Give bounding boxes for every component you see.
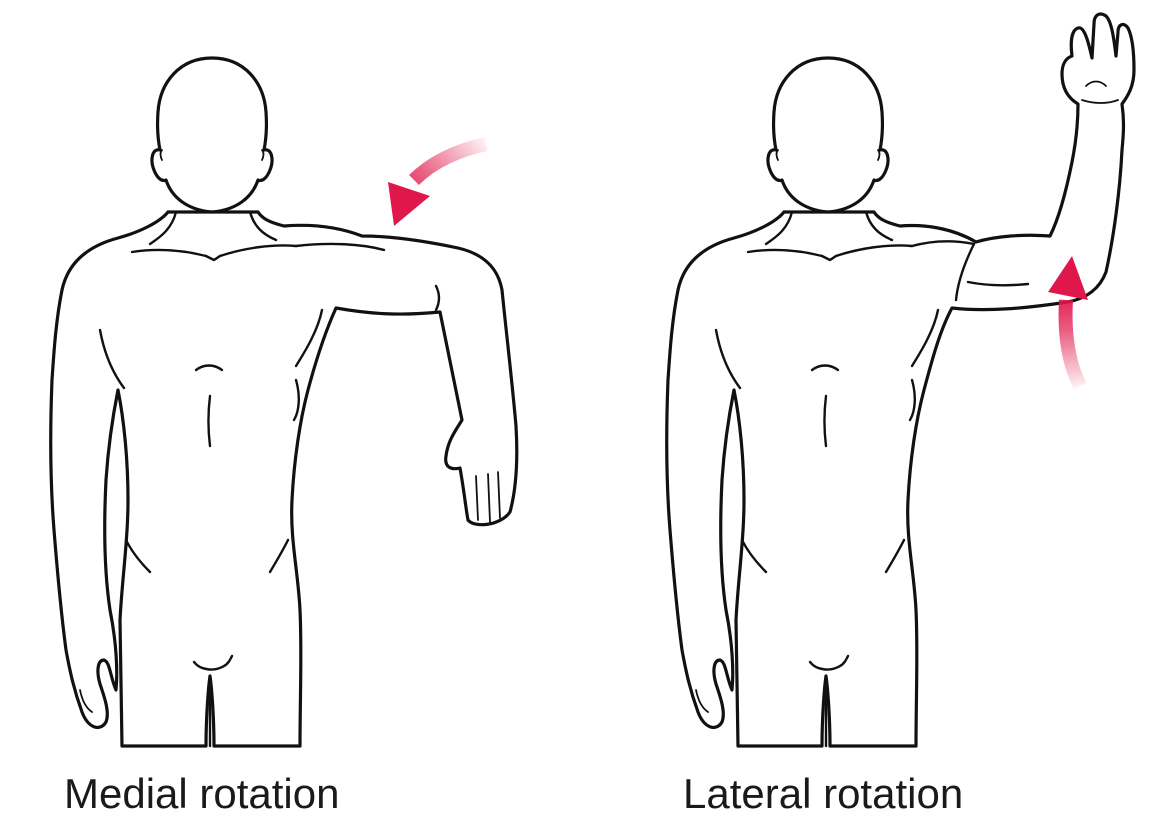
anatomy-lines (695, 80, 1119, 748)
body-silhouette (665, 12, 1136, 748)
lateral-rotation-illustration (665, 12, 1136, 748)
rotation-arrow-icon (1048, 256, 1088, 390)
lateral-rotation-figure: Lateral rotation (588, 0, 1176, 823)
head (150, 56, 274, 214)
body-silhouette (49, 210, 519, 748)
head (766, 56, 890, 214)
medial-rotation-caption: Medial rotation (64, 770, 340, 817)
rotation-arrow-icon (388, 137, 488, 226)
medial-rotation-figure: Medial rotation (0, 0, 588, 823)
lateral-rotation-caption: Lateral rotation (683, 770, 964, 817)
medial-rotation-illustration (49, 56, 519, 748)
anatomy-lines (79, 210, 501, 748)
